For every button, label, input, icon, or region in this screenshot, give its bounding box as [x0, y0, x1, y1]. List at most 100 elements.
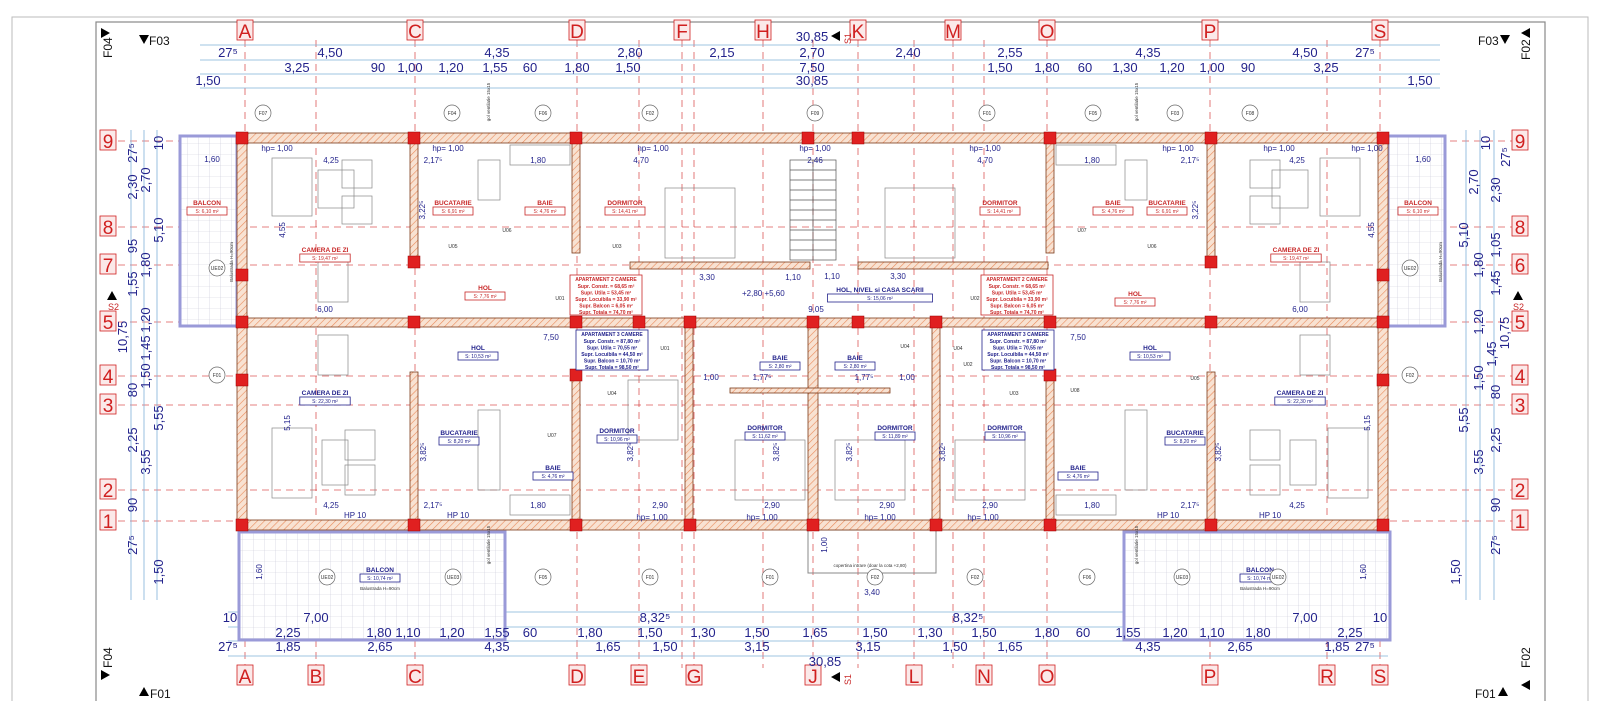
interior-dimension: 7,50 — [1070, 333, 1086, 342]
opening-tag: F09 — [806, 104, 824, 122]
furniture-item — [321, 439, 349, 486]
opening-tag-circle — [1401, 259, 1419, 277]
room-area-box — [596, 434, 638, 444]
sill-height-label: hp= 1,00 — [746, 513, 778, 522]
sill-height-label: hp= 1,00 — [967, 513, 999, 522]
room-area: S: 2,80 m² — [768, 364, 791, 370]
dimension-label: 5,10 — [151, 217, 166, 242]
apartment-area-line: Supr. Locuibila = 33,90 m² — [986, 297, 1048, 303]
dimension-label: 2,25 — [1488, 427, 1503, 452]
room-name: HOL — [1143, 345, 1157, 352]
apartment-area-line: Supr. Balcon = 10,70 m² — [584, 359, 641, 365]
dimension-label: 2,70 — [1466, 169, 1481, 194]
structural-column — [683, 518, 697, 532]
dimension-label: 1,65 — [802, 625, 827, 640]
apartment-area-line: Supr. Totala = 98,50 m² — [991, 365, 1045, 371]
grid-axis-label-box — [236, 664, 254, 686]
room-area-box — [299, 253, 351, 263]
interior-dimension: 2,17⁵ — [1181, 501, 1200, 510]
door-tag: U01 — [660, 346, 669, 352]
wall-interior — [571, 132, 581, 254]
room-name: DORMITOR — [599, 428, 635, 435]
section-mark-right: S2 — [1513, 302, 1524, 312]
grid-axis-label-box — [944, 19, 962, 41]
dimension-label: 1,85 — [1324, 639, 1349, 654]
grid-axis-label: B — [310, 667, 323, 688]
opening-tag-circle — [978, 104, 996, 122]
grid-axis-label-box — [1201, 664, 1219, 686]
apartment-area-line: Supr. Utila = 53,45 m² — [581, 291, 632, 297]
opening-tag: F02 — [1401, 366, 1419, 384]
opening-tag: F01 — [641, 568, 659, 586]
furniture-item — [344, 429, 376, 461]
balcony-top-left — [178, 134, 239, 328]
elevation-arrow-icon — [1521, 680, 1530, 690]
grid-axis-label: C — [408, 667, 422, 688]
grid-axis-label: O — [1040, 22, 1055, 43]
dimension-label: 1,50 — [942, 639, 967, 654]
door-tag: U03 — [612, 244, 621, 250]
room-name: DORMITOR — [747, 425, 783, 432]
opening-tag-label: UE02 — [1272, 575, 1285, 581]
dimension-label: 1,80 — [1471, 252, 1486, 277]
room-area: S: 7,76 m² — [1123, 300, 1146, 306]
elevation-mark-top-right-a: F03 — [1478, 34, 1499, 48]
dimension-label: 1,20 — [1159, 60, 1184, 75]
furniture-item — [341, 159, 373, 189]
furniture-item — [344, 464, 376, 496]
interior-dimension: 2,46 — [807, 156, 823, 165]
dimension-label: 1,50 — [862, 625, 887, 640]
grid-axis-label: C — [408, 22, 422, 43]
sill-height-label: hp= 1,00 — [637, 144, 669, 153]
apartment-area-line: Supr. Locuibila = 44,50 m² — [987, 352, 1049, 358]
room-name: BUCATARIE — [434, 200, 472, 207]
apartment-area-line: Supr. Constr. = 68,65 m² — [578, 284, 635, 290]
dimension-label: 27⁵ — [1498, 147, 1513, 167]
dimension-label: 10,75 — [115, 321, 130, 354]
wall-interior — [629, 261, 811, 270]
furniture-item — [734, 439, 806, 501]
room-area-box — [457, 351, 499, 361]
room-area: S: 8,20 m² — [1173, 439, 1196, 445]
door-tag: U03 — [1009, 391, 1018, 397]
door-tag: U06 — [502, 228, 511, 234]
grid-axis-label-box — [1511, 215, 1529, 237]
grid-axis-label-box — [1371, 19, 1389, 41]
room-area-box — [827, 293, 933, 303]
room-name: BAIE — [847, 355, 863, 362]
structural-column — [407, 315, 421, 329]
opening-tag-label: F05 — [539, 575, 548, 581]
structural-column — [1376, 268, 1390, 282]
furniture-item — [271, 427, 313, 499]
furniture-item — [1327, 427, 1369, 499]
structural-column — [851, 315, 865, 329]
apartment-area-line: Supr. Utila = 70,55 m² — [587, 346, 638, 352]
apartment-summary-box — [575, 329, 649, 371]
sill-height-label: hp= 1,00 — [261, 144, 293, 153]
room-label: CAMERA DE ZIS: 22,30 m² — [299, 390, 351, 406]
room-area: S: 4,76 m² — [1066, 474, 1089, 480]
grid-axis-label-box — [673, 19, 691, 41]
dimension-label: 5,55 — [151, 405, 166, 430]
grid-axis-label: 6 — [1515, 256, 1526, 277]
dimension-label: 1,30 — [690, 625, 715, 640]
interior-dimension: 1,80 — [530, 156, 546, 165]
room-name: HOL — [478, 285, 492, 292]
opening-tag: UE02 — [1269, 568, 1287, 586]
grid-axis-label-box — [99, 364, 117, 386]
door-tag: U06 — [1147, 244, 1156, 250]
room-area: S: 4,76 m² — [541, 474, 564, 480]
opening-tag: F06 — [534, 104, 552, 122]
structural-column — [569, 368, 583, 382]
dimension-label: 1,45 — [138, 335, 153, 360]
opening-tag: F05 — [1084, 104, 1102, 122]
room-label: CAMERA DE ZIS: 19,47 m² — [299, 247, 351, 263]
dimension-label: 90 — [125, 498, 140, 512]
opening-tag-label: F09 — [811, 111, 820, 117]
dimension-label: 1,80 — [564, 60, 589, 75]
grid-axis-label: 1 — [103, 512, 114, 533]
dimension-label: 90 — [1488, 498, 1503, 512]
grid-axis-label-box — [905, 664, 923, 686]
